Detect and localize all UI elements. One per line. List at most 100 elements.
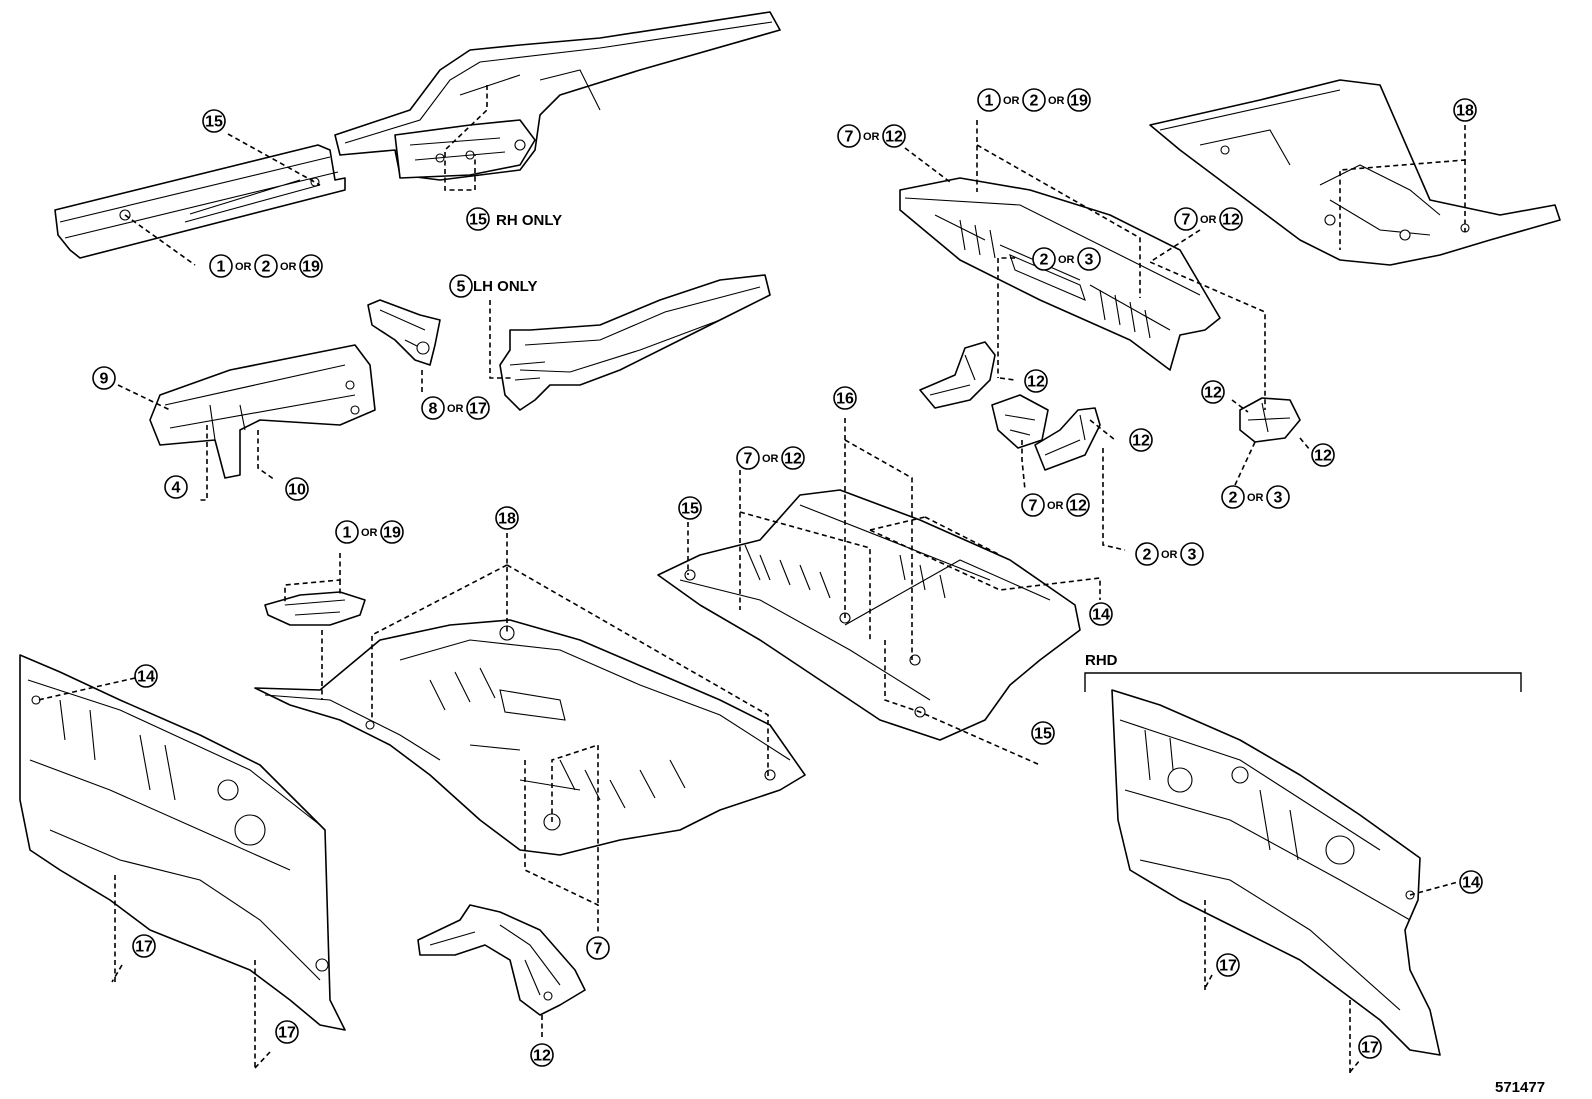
note-rhd: RHD <box>1085 652 1118 669</box>
or-separator: OR <box>361 527 378 539</box>
or-separator: OR <box>447 403 464 415</box>
svg-text:19: 19 <box>1070 93 1088 110</box>
callout-number-12: 12 <box>1129 428 1153 452</box>
rear-floor-pan <box>1149 79 1561 266</box>
callout: 12 <box>1024 369 1048 393</box>
callout-number-12: 12 <box>1024 369 1048 393</box>
svg-text:1: 1 <box>343 525 352 542</box>
callout: 10 <box>285 477 309 501</box>
svg-text:12: 12 <box>1204 385 1222 402</box>
svg-text:3: 3 <box>1188 547 1197 564</box>
drawing-number: 571477 <box>1495 1079 1545 1096</box>
svg-text:15: 15 <box>1034 726 1052 743</box>
svg-text:12: 12 <box>1069 498 1087 515</box>
svg-text:2: 2 <box>1143 547 1152 564</box>
or-separator: OR <box>235 261 252 273</box>
svg-text:14: 14 <box>1462 875 1480 892</box>
callout-number-15: 15 <box>678 496 702 520</box>
callout: 1 OR 19 <box>335 520 404 544</box>
callout-number-12: 12 <box>1066 493 1090 517</box>
svg-text:7: 7 <box>744 451 753 468</box>
callout: 15 <box>202 109 226 133</box>
svg-text:2: 2 <box>1229 490 1238 507</box>
callout-number-2: 2 <box>1032 247 1056 271</box>
svg-text:2: 2 <box>262 259 271 276</box>
svg-text:19: 19 <box>383 525 401 542</box>
dash-panel-lhd <box>19 654 346 1031</box>
callout: 15 <box>678 496 702 520</box>
callout: 7 <box>586 936 610 960</box>
svg-text:9: 9 <box>100 371 109 388</box>
svg-text:17: 17 <box>135 939 153 956</box>
callout-number-17: 17 <box>466 396 490 420</box>
callout-number-12: 12 <box>781 446 805 470</box>
callout-number-3: 3 <box>1077 247 1101 271</box>
callout-number-5: 5 <box>449 274 473 298</box>
svg-text:12: 12 <box>533 1048 551 1065</box>
callout-number-2: 2 <box>254 254 278 278</box>
callout-number-12: 12 <box>1201 380 1225 404</box>
front-floor-side-frame <box>334 11 781 181</box>
callout-number-14: 14 <box>134 664 158 688</box>
callout: 17 <box>1216 953 1240 977</box>
callout: 18 <box>1453 98 1477 122</box>
svg-text:12: 12 <box>885 129 903 146</box>
callout-number-14: 14 <box>1459 870 1483 894</box>
callout: 15 <box>1031 721 1055 745</box>
callout: 12 <box>1129 428 1153 452</box>
svg-text:2: 2 <box>1030 93 1039 110</box>
svg-text:5: 5 <box>457 279 466 296</box>
callout-number-15: 15 <box>202 109 226 133</box>
svg-text:7: 7 <box>845 129 854 146</box>
callout-number-3: 3 <box>1266 485 1290 509</box>
floor-patch-plate <box>264 591 366 626</box>
tunnel-brace <box>417 904 586 1016</box>
callout: 17 <box>132 934 156 958</box>
or-separator: OR <box>1047 500 1064 512</box>
svg-text:14: 14 <box>137 669 155 686</box>
front-side-member-rail <box>54 144 346 259</box>
rhd-bracket-line <box>1084 672 1522 692</box>
callout-number-15: 15 <box>1031 721 1055 745</box>
callout-number-7: 7 <box>837 124 861 148</box>
callout-number-3: 3 <box>1180 542 1204 566</box>
callout-number-2: 2 <box>1221 485 1245 509</box>
callout-number-7: 7 <box>586 936 610 960</box>
front-floor-pan-main <box>254 619 806 856</box>
seat-mount-bracket-d <box>1239 397 1301 443</box>
callout-number-7: 7 <box>1021 493 1045 517</box>
svg-text:2: 2 <box>1040 252 1049 269</box>
callout-number-8: 8 <box>421 396 445 420</box>
callout-number-12: 12 <box>1311 443 1335 467</box>
callout-number-2: 2 <box>1135 542 1159 566</box>
callout: 14 <box>134 664 158 688</box>
svg-text:3: 3 <box>1274 490 1283 507</box>
svg-text:12: 12 <box>1222 212 1240 229</box>
svg-text:18: 18 <box>498 511 516 528</box>
or-separator: OR <box>1247 492 1264 504</box>
callout: 17 <box>275 1020 299 1044</box>
callout-number-4: 4 <box>164 475 188 499</box>
callout-number-1: 1 <box>335 520 359 544</box>
seat-mount-bracket-a <box>919 341 996 409</box>
svg-text:15: 15 <box>205 114 223 131</box>
svg-text:8: 8 <box>429 401 438 418</box>
svg-text:3: 3 <box>1085 252 1094 269</box>
callout: 17 <box>1358 1035 1382 1059</box>
svg-text:4: 4 <box>172 480 181 497</box>
note-rh-only: RH ONLY <box>496 212 562 229</box>
callout-number-7: 7 <box>1174 207 1198 231</box>
cowl-top-panel <box>899 177 1221 371</box>
callout-number-17: 17 <box>132 934 156 958</box>
svg-text:15: 15 <box>681 501 699 518</box>
or-separator: OR <box>1058 254 1075 266</box>
seat-mount-bracket-b <box>991 394 1049 449</box>
callout-number-10: 10 <box>285 477 309 501</box>
front-floor-crossmember-bracket <box>149 344 376 479</box>
